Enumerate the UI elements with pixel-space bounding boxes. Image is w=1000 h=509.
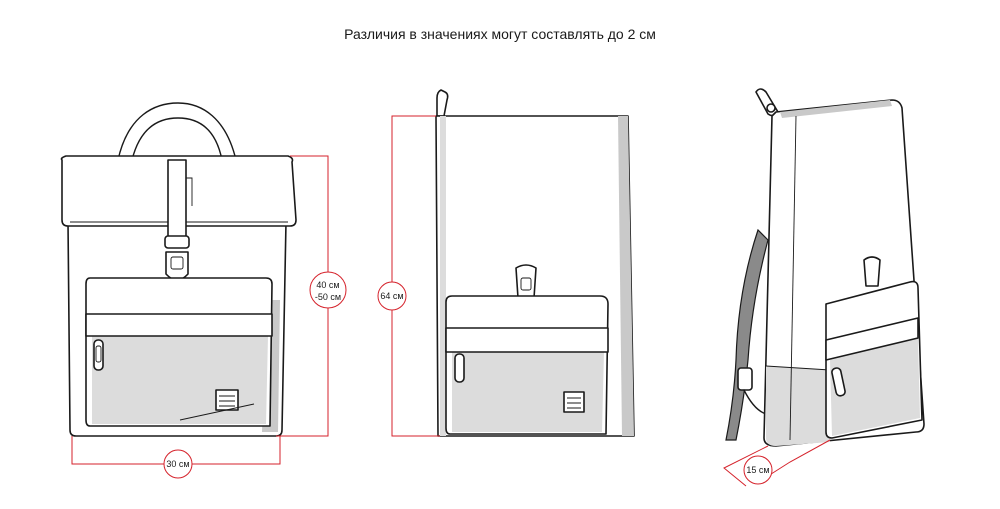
strap-loop [515, 264, 537, 299]
side-bottom-band [766, 366, 830, 446]
buckle-top [164, 235, 190, 249]
side-top-clip [755, 88, 779, 117]
depth-marker [743, 455, 773, 485]
top-handle [117, 102, 237, 161]
front-height-label: 40 см [316, 280, 339, 290]
disclaimer-caption: Различия в значениях могут составлять до… [344, 26, 656, 42]
shoulder-strap [725, 228, 769, 441]
unrolled-height-line [391, 115, 440, 437]
front-width-label: 30 см [166, 459, 189, 469]
zipper-pull [93, 339, 104, 371]
backpack-side-view: 15 см [723, 88, 925, 487]
side-zipper-pull [831, 367, 846, 397]
top-clip [436, 89, 449, 117]
front-height-label-2: -50 см [315, 292, 341, 302]
brand-patch [215, 389, 239, 411]
unrolled-zipper-pull [454, 353, 465, 383]
buckle-clip [165, 251, 189, 281]
front-strap [167, 159, 187, 247]
side-strap-loop [863, 256, 881, 287]
unrolled-height-label: 64 см [380, 291, 403, 301]
unrolled-brand-patch [563, 391, 585, 413]
depth-line [723, 439, 831, 487]
unrolled-side-shadow [618, 116, 634, 436]
depth-label: 15 см [746, 465, 769, 475]
side-pocket-band [825, 317, 919, 361]
unrolled-height-marker [377, 281, 407, 311]
front-height-marker [309, 271, 347, 309]
backpack-front-view: 40 см -50 см 30 см [60, 102, 347, 479]
front-width-marker [163, 449, 193, 479]
strap-buckle [737, 367, 753, 391]
side-top-band [780, 100, 892, 118]
pocket-flap-band [85, 313, 273, 337]
backpack-unrolled-view: 64 см [377, 89, 635, 437]
unrolled-pocket-band [445, 327, 609, 353]
strap-webbing [743, 389, 767, 415]
pocket-lower-shade [92, 336, 268, 424]
